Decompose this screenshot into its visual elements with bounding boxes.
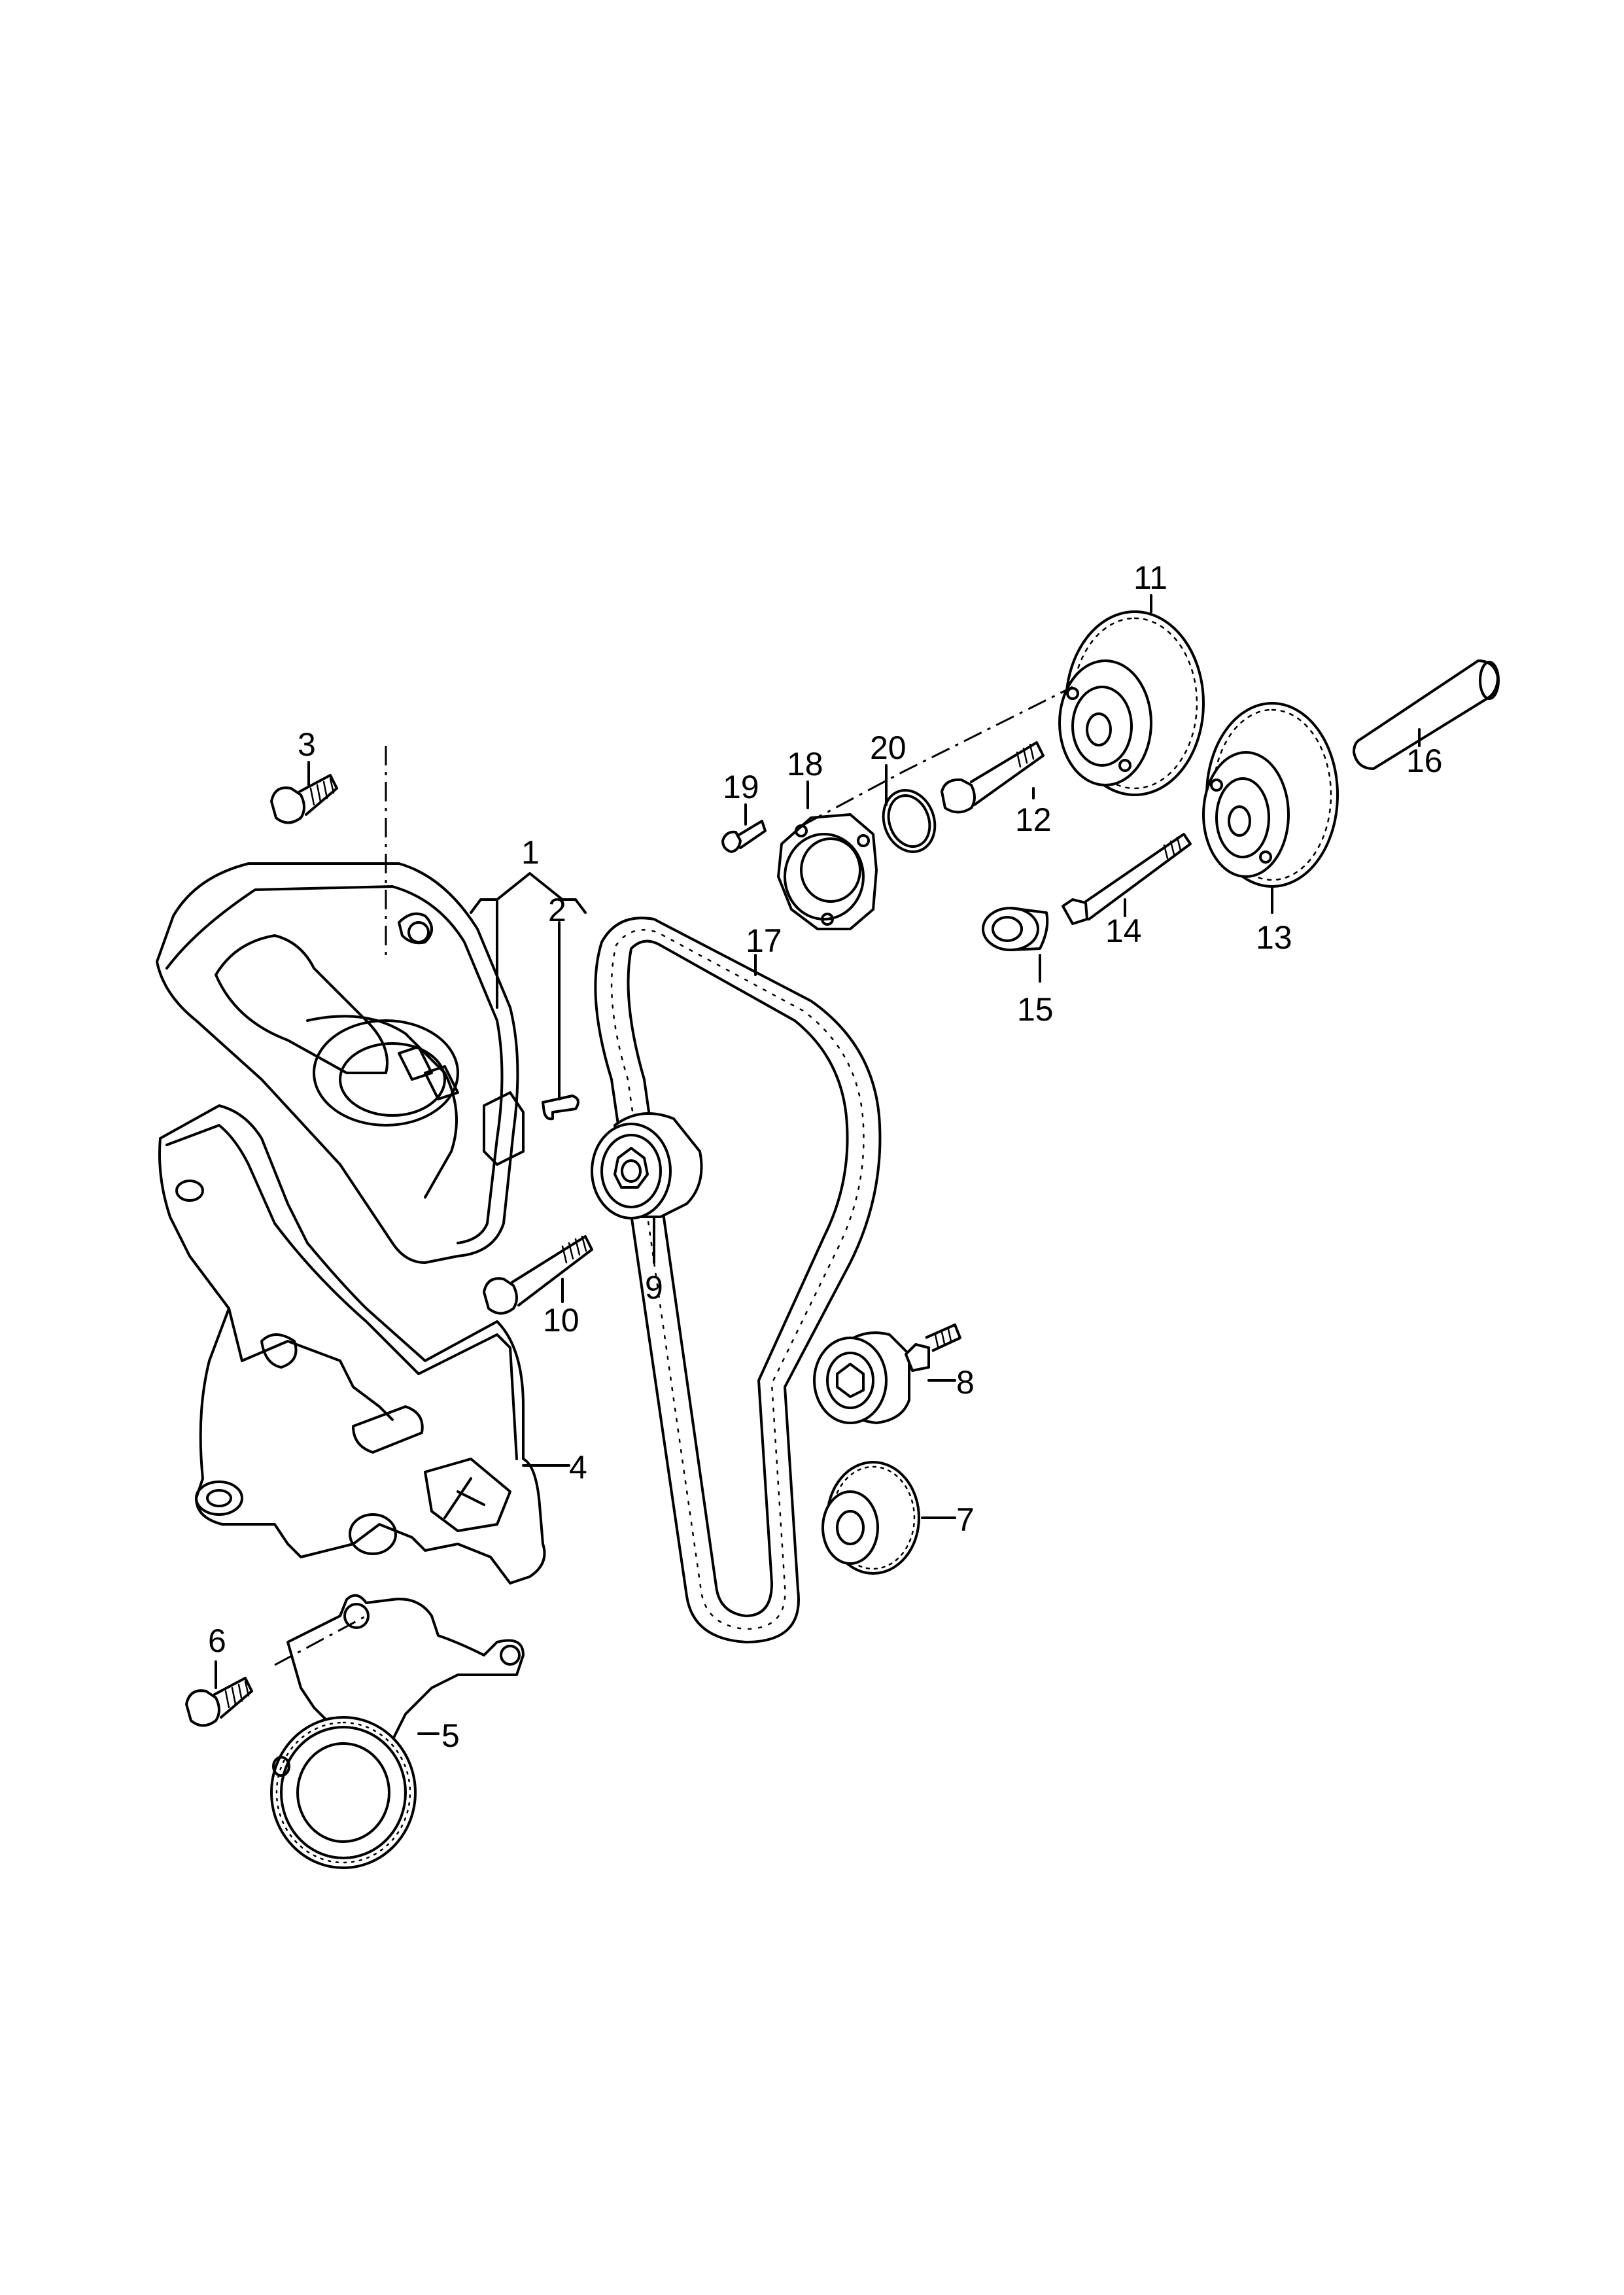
label-part-5: 5 [441, 1717, 460, 1754]
label-part-11: 11 [1133, 559, 1167, 596]
sprocket-bolt-upper[interactable] [941, 741, 1045, 814]
label-part-16: 16 [1406, 743, 1443, 779]
label-part-17: 17 [746, 922, 782, 959]
label-part-1: 1 [521, 834, 540, 871]
label-part-20: 20 [870, 729, 907, 766]
label-part-19: 19 [723, 769, 759, 805]
deflection-roller[interactable] [813, 1323, 961, 1424]
label-part-18: 18 [787, 746, 823, 782]
label-part-8: 8 [956, 1364, 975, 1401]
callout-labels: 1 2 3 4 5 6 7 8 9 10 11 12 13 14 15 16 1… [208, 559, 1443, 1754]
cover-screw[interactable] [721, 820, 767, 853]
seal-cover[interactable] [777, 813, 878, 930]
rear-cover-bracket[interactable] [270, 1594, 525, 1869]
label-part-6: 6 [208, 1622, 226, 1659]
label-part-2: 2 [548, 892, 566, 928]
label-part-3: 3 [298, 726, 316, 763]
label-part-9: 9 [645, 1269, 663, 1306]
cover-clip[interactable] [542, 1095, 579, 1121]
camshaft-sprocket-upper[interactable] [1058, 610, 1205, 796]
cover-bolt[interactable] [270, 774, 338, 824]
tensioning-roller[interactable] [591, 1112, 703, 1219]
leader-lines [215, 594, 1421, 1735]
label-part-15: 15 [1017, 991, 1054, 1028]
sprocket-bolt-lower[interactable] [1062, 833, 1192, 925]
label-part-14: 14 [1105, 913, 1142, 949]
bracket-bolt[interactable] [185, 1677, 253, 1727]
timing-belt[interactable] [594, 917, 882, 1643]
o-ring[interactable] [875, 783, 943, 859]
label-part-13: 13 [1256, 919, 1292, 956]
lower-timing-belt-cover[interactable] [158, 1104, 546, 1585]
camshaft-sprocket-lower[interactable] [1202, 702, 1339, 888]
label-part-12: 12 [1015, 801, 1052, 838]
centrelines [274, 686, 1073, 1666]
sprocket-washer[interactable] [982, 907, 1049, 951]
label-part-10: 10 [543, 1302, 579, 1339]
upper-timing-belt-cover[interactable] [156, 862, 525, 1264]
label-part-7: 7 [956, 1501, 975, 1538]
tensioner-bolt[interactable] [483, 1235, 593, 1315]
sleeve[interactable] [1353, 659, 1500, 770]
label-part-4: 4 [569, 1449, 587, 1486]
idler-gear[interactable] [821, 1461, 920, 1575]
